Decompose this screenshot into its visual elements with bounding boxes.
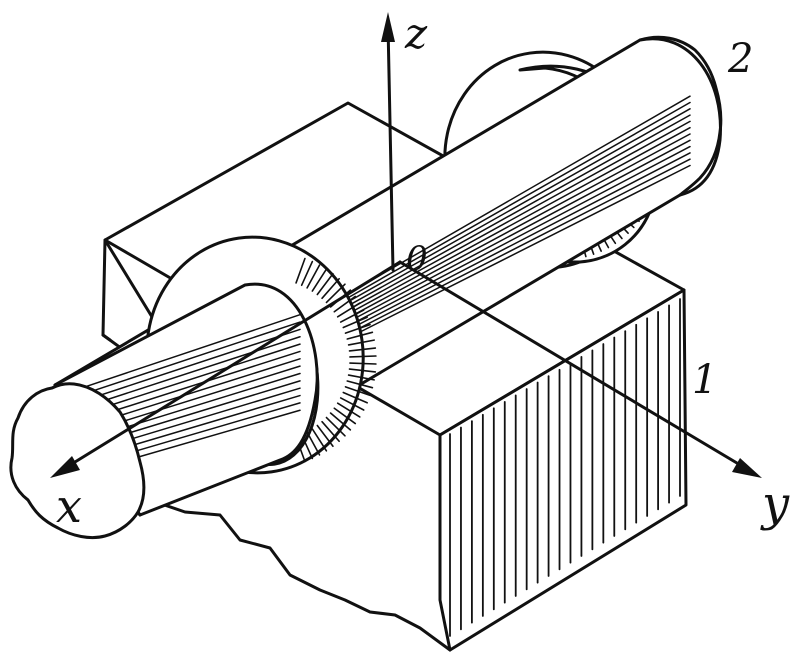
hatch-line: [69, 313, 301, 393]
shaft: [9, 35, 723, 540]
block-front-hatching: [449, 298, 681, 637]
hatch-line: [319, 101, 691, 315]
axis-x-line: [60, 260, 402, 472]
coordinate-axes: [50, 12, 762, 478]
label-origin: 0: [406, 239, 428, 279]
hatch-line: [342, 316, 368, 329]
hatch-line: [319, 108, 691, 319]
hatch-line: [333, 407, 357, 425]
label-axis-x: x: [56, 479, 82, 533]
hatch-line: [342, 391, 368, 404]
hatch-line: [321, 277, 340, 300]
hatch-line: [347, 339, 375, 346]
axis-y-line: [398, 260, 754, 474]
hatch-line: [325, 283, 346, 304]
hatch-line: [311, 268, 328, 292]
hatch-line: [336, 402, 361, 418]
hatch-line: [319, 158, 691, 350]
block-broken-edge: [148, 498, 452, 652]
axis-y-arrowhead: [732, 458, 762, 478]
label-axis-y: y: [760, 476, 790, 532]
hatch-line: [319, 145, 691, 342]
hatch-line: [344, 323, 371, 334]
hatch-line: [316, 272, 334, 296]
hatch-line: [347, 374, 375, 381]
axis-z-line: [386, 23, 395, 272]
hatch-line: [319, 164, 691, 353]
label-part-2: 2: [727, 36, 753, 82]
hatch-line: [319, 133, 691, 334]
hatch-line: [73, 328, 301, 405]
hatch-line: [348, 347, 377, 352]
axis-z-arrowhead: [381, 12, 395, 42]
hatch-line: [319, 126, 691, 330]
shaft-right-end: [638, 35, 723, 197]
hatch-line: [75, 336, 301, 411]
hatch-line: [346, 380, 374, 389]
hatch-line: [349, 355, 377, 358]
hatch-line: [295, 257, 306, 284]
hatch-line: [311, 428, 328, 452]
hatch-line: [339, 309, 365, 323]
hatch-line: [336, 302, 361, 318]
hatch-line: [333, 295, 357, 313]
hatch-line: [329, 412, 352, 431]
hatch-line: [306, 431, 321, 456]
label-part-1: 1: [692, 357, 717, 403]
hatch-line: [348, 368, 377, 373]
hatch-line: [325, 416, 346, 437]
hatch-line: [77, 343, 301, 417]
hatch-line: [319, 139, 691, 338]
hatch-line: [346, 331, 374, 340]
hatch-line: [319, 152, 691, 346]
hatch-line: [319, 120, 691, 327]
label-axis-z: z: [404, 9, 428, 58]
hatch-line: [319, 114, 691, 323]
hatch-line: [300, 260, 314, 287]
hatch-line: [71, 321, 301, 399]
hatch-line: [349, 362, 377, 365]
hatch-line: [316, 424, 334, 448]
hatch-line: [339, 397, 365, 411]
axis-x-arrowhead: [50, 456, 80, 478]
hatch-line: [306, 264, 321, 289]
hatch-line: [344, 386, 371, 397]
hatch-line: [321, 420, 340, 443]
